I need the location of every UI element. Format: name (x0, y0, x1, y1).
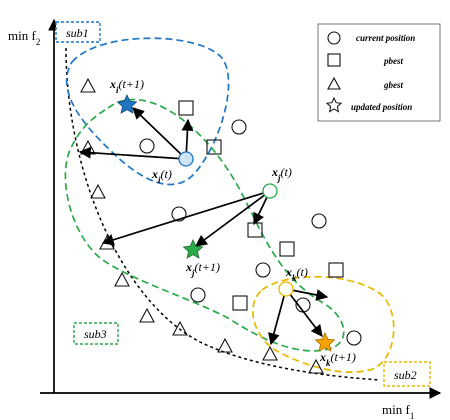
y-axis-label-sub: 2 (36, 37, 41, 47)
legend-label-updated-position: updated position (351, 102, 412, 112)
particle-j-updated-label: xj(t+1) (185, 260, 220, 278)
current-position-marker (346, 330, 362, 346)
axes: min f2 min f1 (8, 18, 442, 420)
particle-i-current-marker (178, 151, 194, 167)
pbest-marker (328, 262, 344, 278)
legend: current position pbest gbest updated pos… (317, 23, 441, 122)
sub1-label-box: sub1 (55, 21, 101, 43)
legend-label-current-position: current position (356, 33, 415, 43)
gbest-marker (80, 77, 96, 93)
sub1-label: sub1 (66, 26, 89, 40)
gbest-marker (217, 337, 233, 353)
legend-triangle-icon (327, 76, 341, 90)
particle-i-arrow-to-update (132, 107, 187, 160)
y-axis-label: min f2 (8, 28, 40, 47)
particle-k-updated-label: xk(t+1) (319, 350, 356, 368)
particle-i-arrow-to-gbest (78, 146, 187, 160)
particle-j-arrow-to-update (195, 190, 271, 247)
x-axis-label: min f1 (382, 402, 414, 420)
current-position-marker (171, 206, 187, 222)
gbest-marker (262, 345, 278, 361)
gbest-marker (308, 358, 324, 374)
sub3-box-border (73, 322, 119, 345)
particle-j-current-marker (262, 183, 278, 199)
sub1-box-border (55, 21, 101, 43)
particle-k-arrow-to-update (285, 288, 323, 337)
pbest-markers (178, 100, 344, 311)
particle-j: xj(t) xj(t+1) (101, 165, 292, 278)
legend-square-icon (327, 53, 341, 67)
sub1-region (65, 37, 230, 186)
x-axis-label-main: min f (382, 402, 410, 417)
sub2-label-box: sub2 (383, 361, 431, 387)
sub2-region (252, 275, 395, 373)
current-position-marker (190, 287, 206, 303)
particle-i-position-label: xi(t) (151, 167, 172, 185)
gbest-marker (114, 271, 130, 287)
particle-j-position-label: xj(t) (271, 165, 292, 183)
current-position-marker (139, 138, 155, 154)
gbest-marker (90, 183, 106, 199)
sub3-label-box: sub3 (73, 322, 119, 345)
particle-i-updated-label: xi(t+1) (109, 77, 144, 95)
legend-star-icon (325, 96, 343, 113)
particle-k-arrow-to-gbest (268, 288, 287, 346)
sub3-label: sub3 (84, 327, 107, 341)
particle-k-current-marker (278, 281, 294, 297)
particle-k-position-label: xk(t) (285, 265, 308, 283)
x-axis-label-sub: 1 (410, 411, 415, 420)
particle-j-arrow-to-gbest (101, 190, 271, 246)
current-position-marker (311, 213, 327, 229)
pbest-marker (206, 139, 222, 155)
legend-label-gbest: gbest (383, 80, 403, 90)
gbest-marker (139, 307, 155, 323)
gbest-marker (172, 320, 188, 336)
legend-circle-icon (327, 31, 341, 45)
pbest-marker (279, 241, 295, 257)
legend-box (317, 23, 441, 122)
current-position-marker (255, 262, 271, 278)
current-position-marker (231, 119, 247, 135)
sub3-region (64, 98, 345, 352)
particle-k-updated-star (314, 332, 336, 352)
particle-i-updated-star (116, 94, 138, 114)
sub2-box-border (383, 361, 431, 387)
sub2-label: sub2 (394, 368, 417, 382)
pbest-marker (247, 222, 263, 238)
particle-i: xi(t+1) xi(t) (78, 77, 194, 185)
pbest-marker (232, 295, 248, 311)
current-positions (139, 119, 362, 346)
particle-k: xk(t) xk(t+1) (268, 265, 356, 368)
particle-j-updated-star (182, 239, 204, 259)
pbest-marker (178, 100, 194, 116)
legend-label-pbest: pbest (383, 56, 403, 66)
y-axis-label-main: min f (8, 28, 36, 43)
